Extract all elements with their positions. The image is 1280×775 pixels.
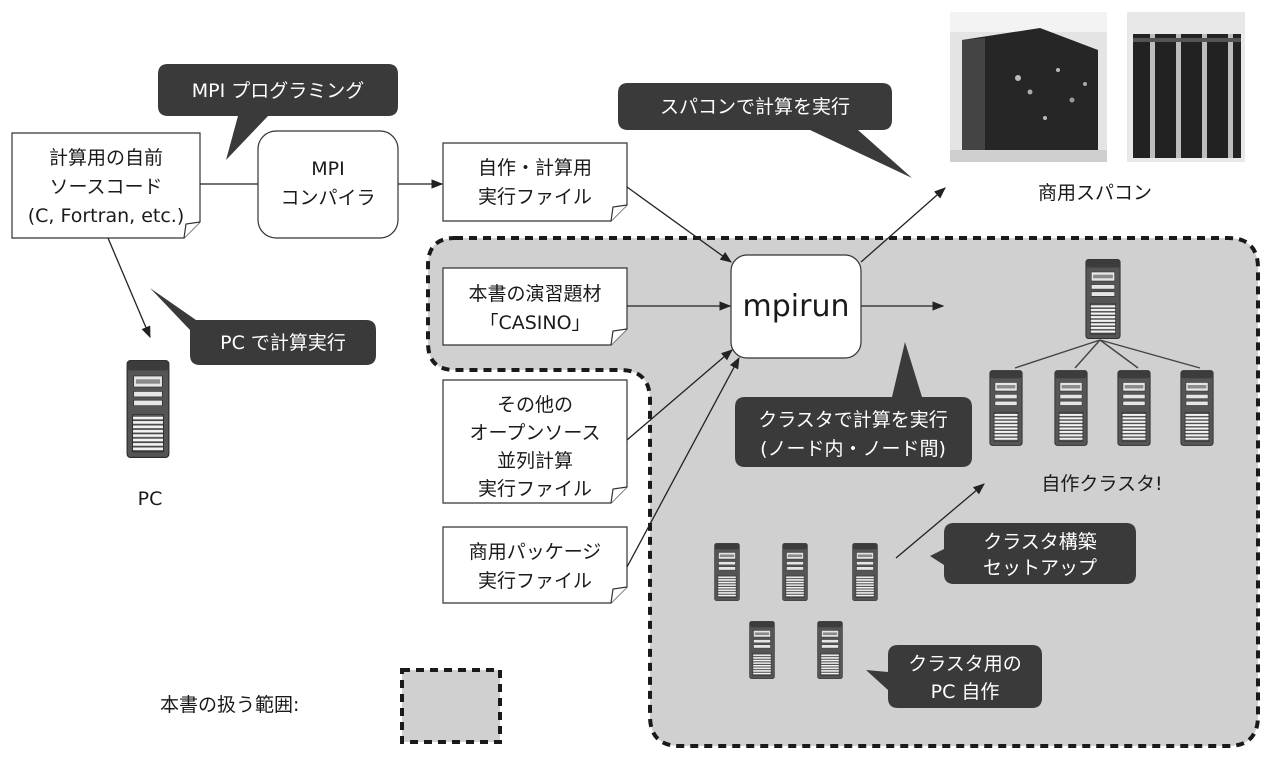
exercise-material-line-2: 「CASINO」 (479, 312, 590, 334)
commercial-supercomputer-label: 商用スパコン (1038, 182, 1152, 204)
mpi-compiler-line-2: コンパイラ (280, 187, 375, 209)
callout-mpi-programming: MPI プログラミング (158, 64, 398, 160)
scope-region (426, 236, 1260, 748)
run-supercomputer-text: スパコンで計算を実行 (660, 96, 850, 118)
source-to-pc-arrow (107, 237, 151, 339)
run-cluster-line-2: (ノード内・ノード間) (760, 438, 946, 460)
own-cluster-connections (1014, 339, 1201, 369)
source-code-doc: 計算用の自前 ソースコード (C, Fortran, etc.) (11, 132, 201, 239)
run-pc-text: PC で計算実行 (220, 332, 346, 354)
callout-cluster-setup: クラスタ構築 セットアップ (930, 523, 1136, 584)
legend-scope-label: 本書の扱う範囲: (160, 694, 299, 716)
run-cluster-line-1: クラスタで計算を実行 (758, 409, 948, 431)
parts-server-icon (749, 621, 775, 679)
callout-run-cluster: クラスタで計算を実行 (ノード内・ノード間) (735, 342, 972, 467)
mpi-compiler-line-1: MPI (311, 158, 344, 180)
cluster-setup-line-2: セットアップ (983, 557, 1097, 579)
callout-run-pc: PC で計算実行 (150, 288, 376, 365)
mpi-compiler-box: MPI コンパイラ (257, 130, 399, 239)
commercial-to-mpirun-arrow (626, 356, 740, 568)
other-oss-line-2: オープンソース (470, 422, 601, 444)
mpirun-label: mpirun (743, 289, 850, 324)
mpi-programming-text: MPI プログラミング (192, 80, 365, 102)
own-executable-line-1: 自作・計算用 (478, 157, 592, 179)
own-executable-line-2: 実行ファイル (478, 186, 592, 208)
callout-build-pc: クラスタ用の PC 自作 (866, 645, 1042, 708)
exercise-material-line-1: 本書の演習題材 (468, 283, 601, 305)
commercial-package-line-2: 実行ファイル (478, 570, 592, 592)
source-code-line-2: ソースコード (49, 176, 162, 198)
cluster-head-node-icon (1085, 258, 1121, 340)
parts-server-icon (714, 543, 740, 601)
other-oss-doc: その他の オープンソース 並列計算 実行ファイル (442, 379, 628, 504)
commercial-package-line-1: 商用パッケージ (469, 541, 602, 563)
cluster-node-icon (989, 370, 1023, 446)
cluster-node-icon (1117, 370, 1151, 446)
own-executable-doc: 自作・計算用 実行ファイル (442, 142, 628, 222)
setup-to-cluster-arrow (895, 483, 985, 559)
other-oss-line-1: その他の (497, 394, 573, 416)
executable-to-mpirun-arrow (626, 186, 732, 263)
pc-server-icon (126, 360, 170, 458)
build-pc-line-1: クラスタ用の (908, 653, 1022, 675)
supercomputer-photo-right (1127, 12, 1245, 162)
mpirun-box: mpirun (730, 254, 862, 359)
mpirun-to-supercomputer-arrow (860, 187, 946, 263)
source-code-line-3: (C, Fortran, etc.) (28, 205, 185, 227)
own-cluster-label: 自作クラスタ! (1041, 473, 1162, 495)
source-code-line-1: 計算用の自前 (49, 147, 163, 169)
callout-run-supercomputer: スパコンで計算を実行 (618, 83, 912, 178)
other-oss-line-3: 並列計算 (497, 450, 573, 472)
parts-server-icon (852, 543, 878, 601)
commercial-package-doc: 商用パッケージ 実行ファイル (442, 526, 628, 604)
exercise-material-doc: 本書の演習題材 「CASINO」 (442, 267, 628, 346)
supercomputer-photo-left (950, 12, 1107, 162)
other-oss-line-4: 実行ファイル (478, 478, 592, 500)
cluster-node-icon (1180, 370, 1214, 446)
oss-to-mpirun-arrow (626, 349, 733, 441)
parts-server-icon (817, 621, 843, 679)
cluster-setup-line-1: クラスタ構築 (983, 531, 1097, 553)
parts-server-icon (782, 543, 808, 601)
cluster-node-icon (1054, 370, 1088, 446)
pc-label: PC (138, 488, 163, 510)
build-pc-line-2: PC 自作 (931, 681, 1000, 703)
legend-scope-swatch (400, 668, 502, 744)
